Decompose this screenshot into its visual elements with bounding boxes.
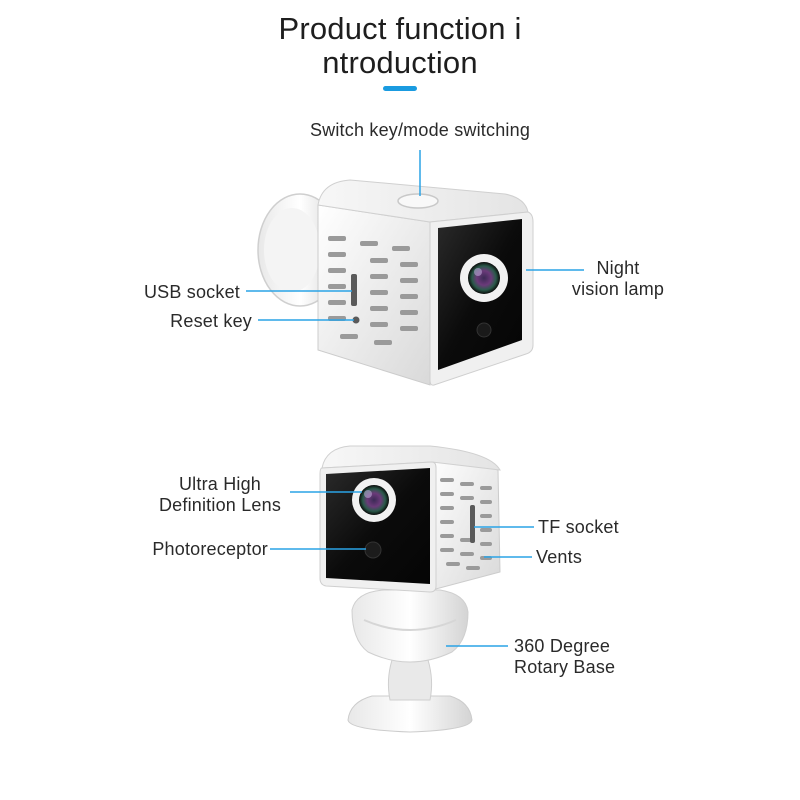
- usb-socket: [351, 274, 357, 306]
- top-camera: [257, 179, 534, 386]
- rotary-base-plate: [347, 695, 473, 733]
- reset-key-hole: [352, 316, 360, 324]
- label-rotary-base-line-1: 360 Degree: [514, 636, 611, 656]
- label-vents: Vents: [536, 547, 583, 567]
- label-uhd-lens-line-2: Definition Lens: [158, 495, 282, 515]
- tf-socket: [470, 505, 475, 543]
- label-rotary-base-line-2: Rotary Base: [514, 657, 616, 677]
- rotary-base-stem: [387, 659, 433, 701]
- top-camera-lens: [468, 262, 500, 294]
- bottom-camera: [319, 445, 501, 733]
- title-line-2: ntroduction: [322, 45, 478, 80]
- label-night-vision-line-2: vision lamp: [571, 279, 665, 299]
- night-vision-lamp: [476, 322, 492, 338]
- label-rotary-base: 360 Degree Rotary Base: [514, 636, 654, 678]
- title-line-1: Product function i: [278, 11, 522, 46]
- label-night-vision: Night vision lamp: [560, 258, 676, 300]
- page-title: Product function i ntroduction: [0, 12, 800, 80]
- photoreceptor: [364, 541, 382, 559]
- bottom-camera-lens: [359, 485, 389, 515]
- label-reset-key: Reset key: [170, 311, 252, 331]
- bottom-camera-vents: [440, 478, 492, 570]
- label-usb-socket: USB socket: [143, 282, 240, 302]
- label-uhd-lens: Ultra High Definition Lens: [138, 474, 302, 516]
- label-switch-key: Switch key/mode switching: [309, 120, 531, 140]
- bottom-camera-top: [321, 445, 501, 471]
- label-tf-socket: TF socket: [538, 517, 619, 537]
- rotary-base-ball: [351, 589, 469, 663]
- label-photoreceptor: Photoreceptor: [152, 539, 268, 559]
- title-accent-bar: [383, 86, 417, 91]
- top-camera-vents: [328, 236, 418, 345]
- label-uhd-lens-line-1: Ultra High: [178, 474, 262, 494]
- switch-key-button: [397, 193, 439, 209]
- label-night-vision-line-1: Night: [596, 258, 640, 278]
